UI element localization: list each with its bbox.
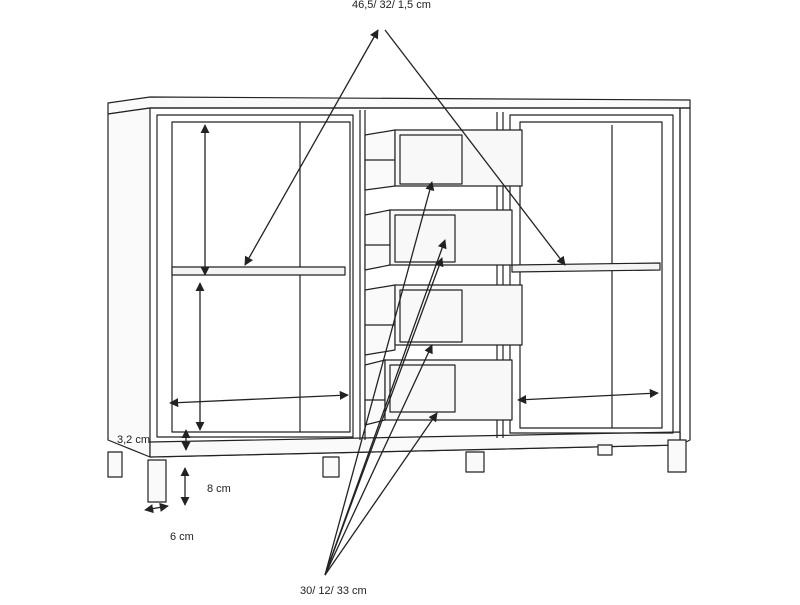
drawer-3 xyxy=(364,284,523,356)
arrow-to-left-shelf xyxy=(244,29,379,266)
leg-height-label: 8 cm xyxy=(207,483,231,495)
right-shelf xyxy=(511,262,661,273)
top-panel xyxy=(107,96,691,115)
left-door xyxy=(156,114,354,438)
shelf-dimension-label: 46,5/ 32/ 1,5 cm xyxy=(352,0,431,11)
dimension-arrows xyxy=(144,29,659,576)
legs xyxy=(107,439,687,503)
drawer-1 xyxy=(364,129,523,191)
drawer-2 xyxy=(364,209,513,271)
sideboard xyxy=(107,96,691,503)
left-side-panel xyxy=(107,107,151,458)
plinth-height-label: 3,2 cm xyxy=(117,434,151,446)
arrow-to-right-shelf xyxy=(384,29,566,266)
right-side-panel xyxy=(679,107,691,446)
leg-width-label: 6 cm xyxy=(170,531,194,543)
left-shelf xyxy=(171,266,346,276)
drawer-4 xyxy=(364,359,513,426)
right-door xyxy=(509,114,674,434)
drawer-dimension-label: 30/ 12/ 33 cm xyxy=(300,585,367,597)
